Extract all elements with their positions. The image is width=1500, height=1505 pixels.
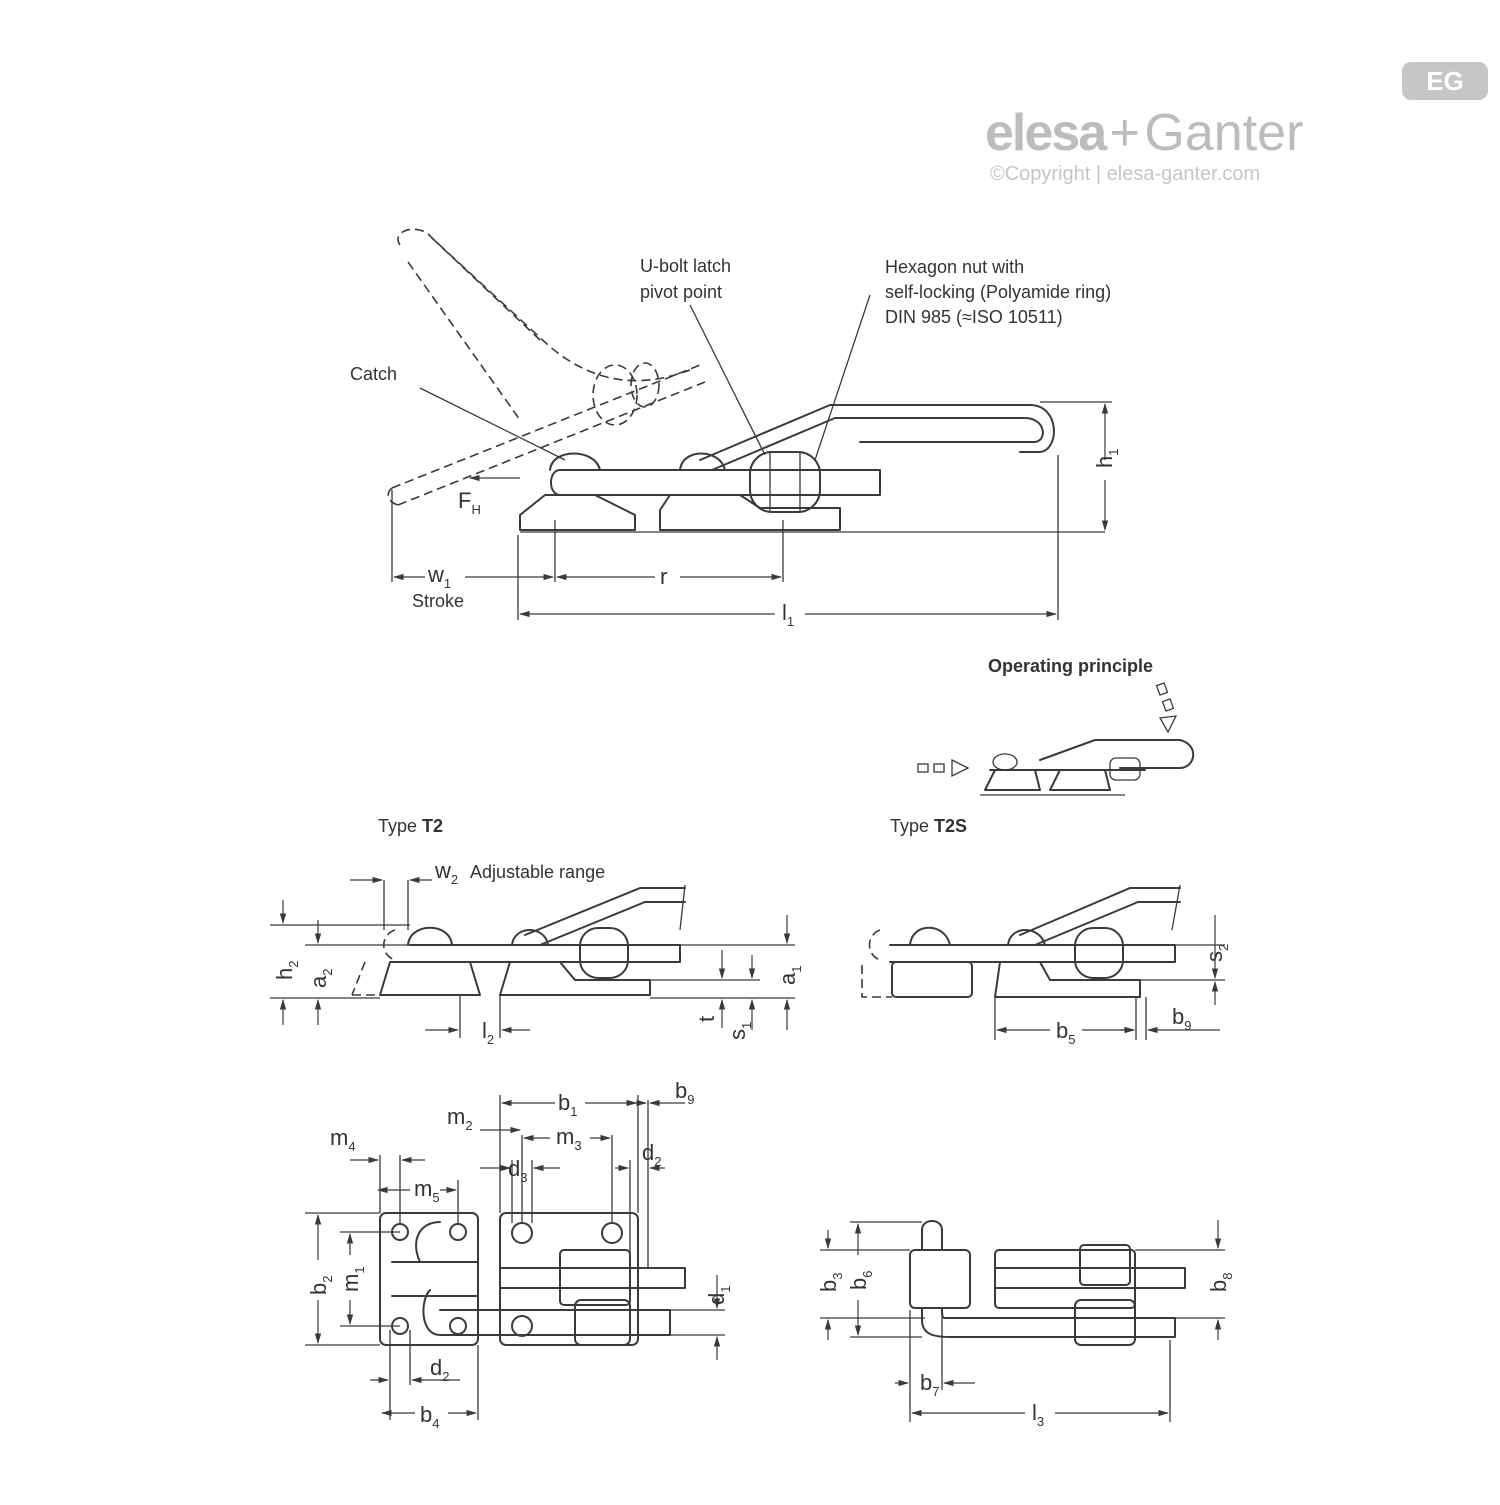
dim-m1: m1 — [338, 1266, 367, 1292]
dim-t: t — [694, 1016, 719, 1022]
brand-copyright: ©Copyright | elesa-ganter.com — [990, 163, 1260, 185]
dim-s2: s2 — [1202, 944, 1231, 962]
t2s-latch-plan — [994, 1249, 1136, 1309]
operating-principle-diagram: Operating principle — [917, 656, 1195, 796]
dim-m5: m5 — [414, 1176, 440, 1205]
dim-s1: s1 — [725, 1022, 754, 1040]
dim-d2-top: d2 — [642, 1140, 661, 1169]
main-side-view: FH Catch U-bolt latch pivot point Hexago… — [350, 228, 1121, 629]
catch-dome — [549, 452, 601, 471]
t2s-nut — [1074, 927, 1124, 979]
dim-l1: l1 — [782, 600, 794, 629]
t2s-ubolt-plan — [921, 1307, 1176, 1338]
callout-pivot-line2: pivot point — [640, 282, 722, 302]
dim-m2: m2 — [447, 1104, 473, 1133]
t2-lever — [524, 887, 686, 946]
hex-nut — [749, 451, 821, 513]
latch-base — [659, 494, 841, 531]
plan-ubolt — [422, 1289, 671, 1336]
dim-a2: a2 — [306, 969, 335, 988]
plan-view-t2: b1 b9 m2 m3 d3 d2 m4 m5 b2 — [305, 1078, 733, 1431]
callout-catch: Catch — [350, 364, 397, 384]
callout-pivot-line1: U-bolt latch — [640, 256, 731, 276]
dim-b9-plan: b9 — [675, 1078, 694, 1107]
type-t2-view: Type T2 w2 Adjustable range h2 a2 — [270, 816, 804, 1047]
ubolt-bar — [550, 469, 881, 496]
t2s-ubolt-bar — [889, 944, 1176, 963]
catch-plate — [379, 1212, 479, 1346]
brand-name: elesa + Ganter — [985, 104, 1303, 162]
dim-b7: b7 — [920, 1370, 939, 1399]
dim-w1: w1 — [427, 562, 451, 591]
dim-b8: b8 — [1206, 1273, 1235, 1292]
pivot-dome — [679, 452, 726, 471]
dim-b6: b6 — [846, 1271, 875, 1290]
t2-nut — [579, 927, 629, 979]
heading-type-t2s: Type T2S — [890, 816, 967, 836]
dim-b1: b1 — [558, 1090, 577, 1119]
open-ubolt-ghost — [391, 364, 706, 506]
callout-nut-line1: Hexagon nut with — [885, 257, 1024, 277]
closed-lever — [699, 404, 1055, 461]
brand-name-part2: Ganter — [1144, 104, 1303, 162]
dim-d3: d3 — [508, 1156, 527, 1185]
dim-b5: b5 — [1056, 1018, 1075, 1047]
dim-b4: b4 — [420, 1402, 439, 1431]
callout-nut-line2: self-locking (Polyamide ring) — [885, 282, 1111, 302]
t2s-catch-plan — [909, 1249, 971, 1309]
dim-d2-bottom: d2 — [430, 1355, 449, 1384]
dim-l3: l3 — [1032, 1400, 1044, 1429]
callout-nut-line3: DIN 985 (≈ISO 10511) — [885, 307, 1063, 327]
catch-base — [519, 494, 636, 531]
t2s-latch-base — [994, 961, 1141, 998]
dim-fh: FH — [458, 488, 481, 517]
heading-type-t2: Type T2 — [378, 816, 443, 836]
brand-name-part1: elesa — [985, 104, 1108, 162]
dim-r: r — [660, 564, 667, 589]
label-stroke: Stroke — [412, 591, 464, 611]
t2-ubolt-bar — [409, 944, 681, 963]
dim-m3: m3 — [556, 1124, 582, 1153]
dim-b9-t2s: b9 — [1172, 1004, 1191, 1033]
plan-view-t2s: b3 b6 b8 b7 l3 — [816, 1220, 1235, 1429]
dim-b3: b3 — [816, 1273, 845, 1292]
open-lever-ghost — [397, 228, 691, 382]
t2s-catch-block — [891, 961, 973, 998]
badge-text: EG — [1426, 66, 1464, 96]
dim-m4: m4 — [330, 1125, 356, 1154]
dim-a1: a1 — [775, 966, 804, 985]
dim-d1: d1 — [704, 1286, 733, 1305]
brand-plus: + — [1110, 104, 1140, 162]
label-adjustable-range: Adjustable range — [470, 862, 605, 882]
type-t2s-view: Type T2S s2 b5 b9 — [861, 816, 1231, 1047]
dim-h1: h1 — [1092, 449, 1121, 468]
push-arrow-icon — [917, 758, 970, 778]
brand-logo: EG elesa + Ganter ©Copyright | elesa-gan… — [985, 62, 1488, 185]
eg-badge-icon: EG — [1402, 62, 1488, 100]
lift-arrow-icon — [1155, 682, 1178, 734]
dim-w2: w2 — [434, 858, 458, 887]
t2s-lever — [1019, 887, 1181, 946]
dim-l2: l2 — [482, 1018, 494, 1047]
dim-b2: b2 — [306, 1276, 335, 1295]
t2-catch-base — [379, 961, 481, 996]
heading-operating-principle: Operating principle — [988, 656, 1153, 676]
dim-h2: h2 — [272, 961, 301, 980]
latch-plate — [499, 1212, 639, 1346]
